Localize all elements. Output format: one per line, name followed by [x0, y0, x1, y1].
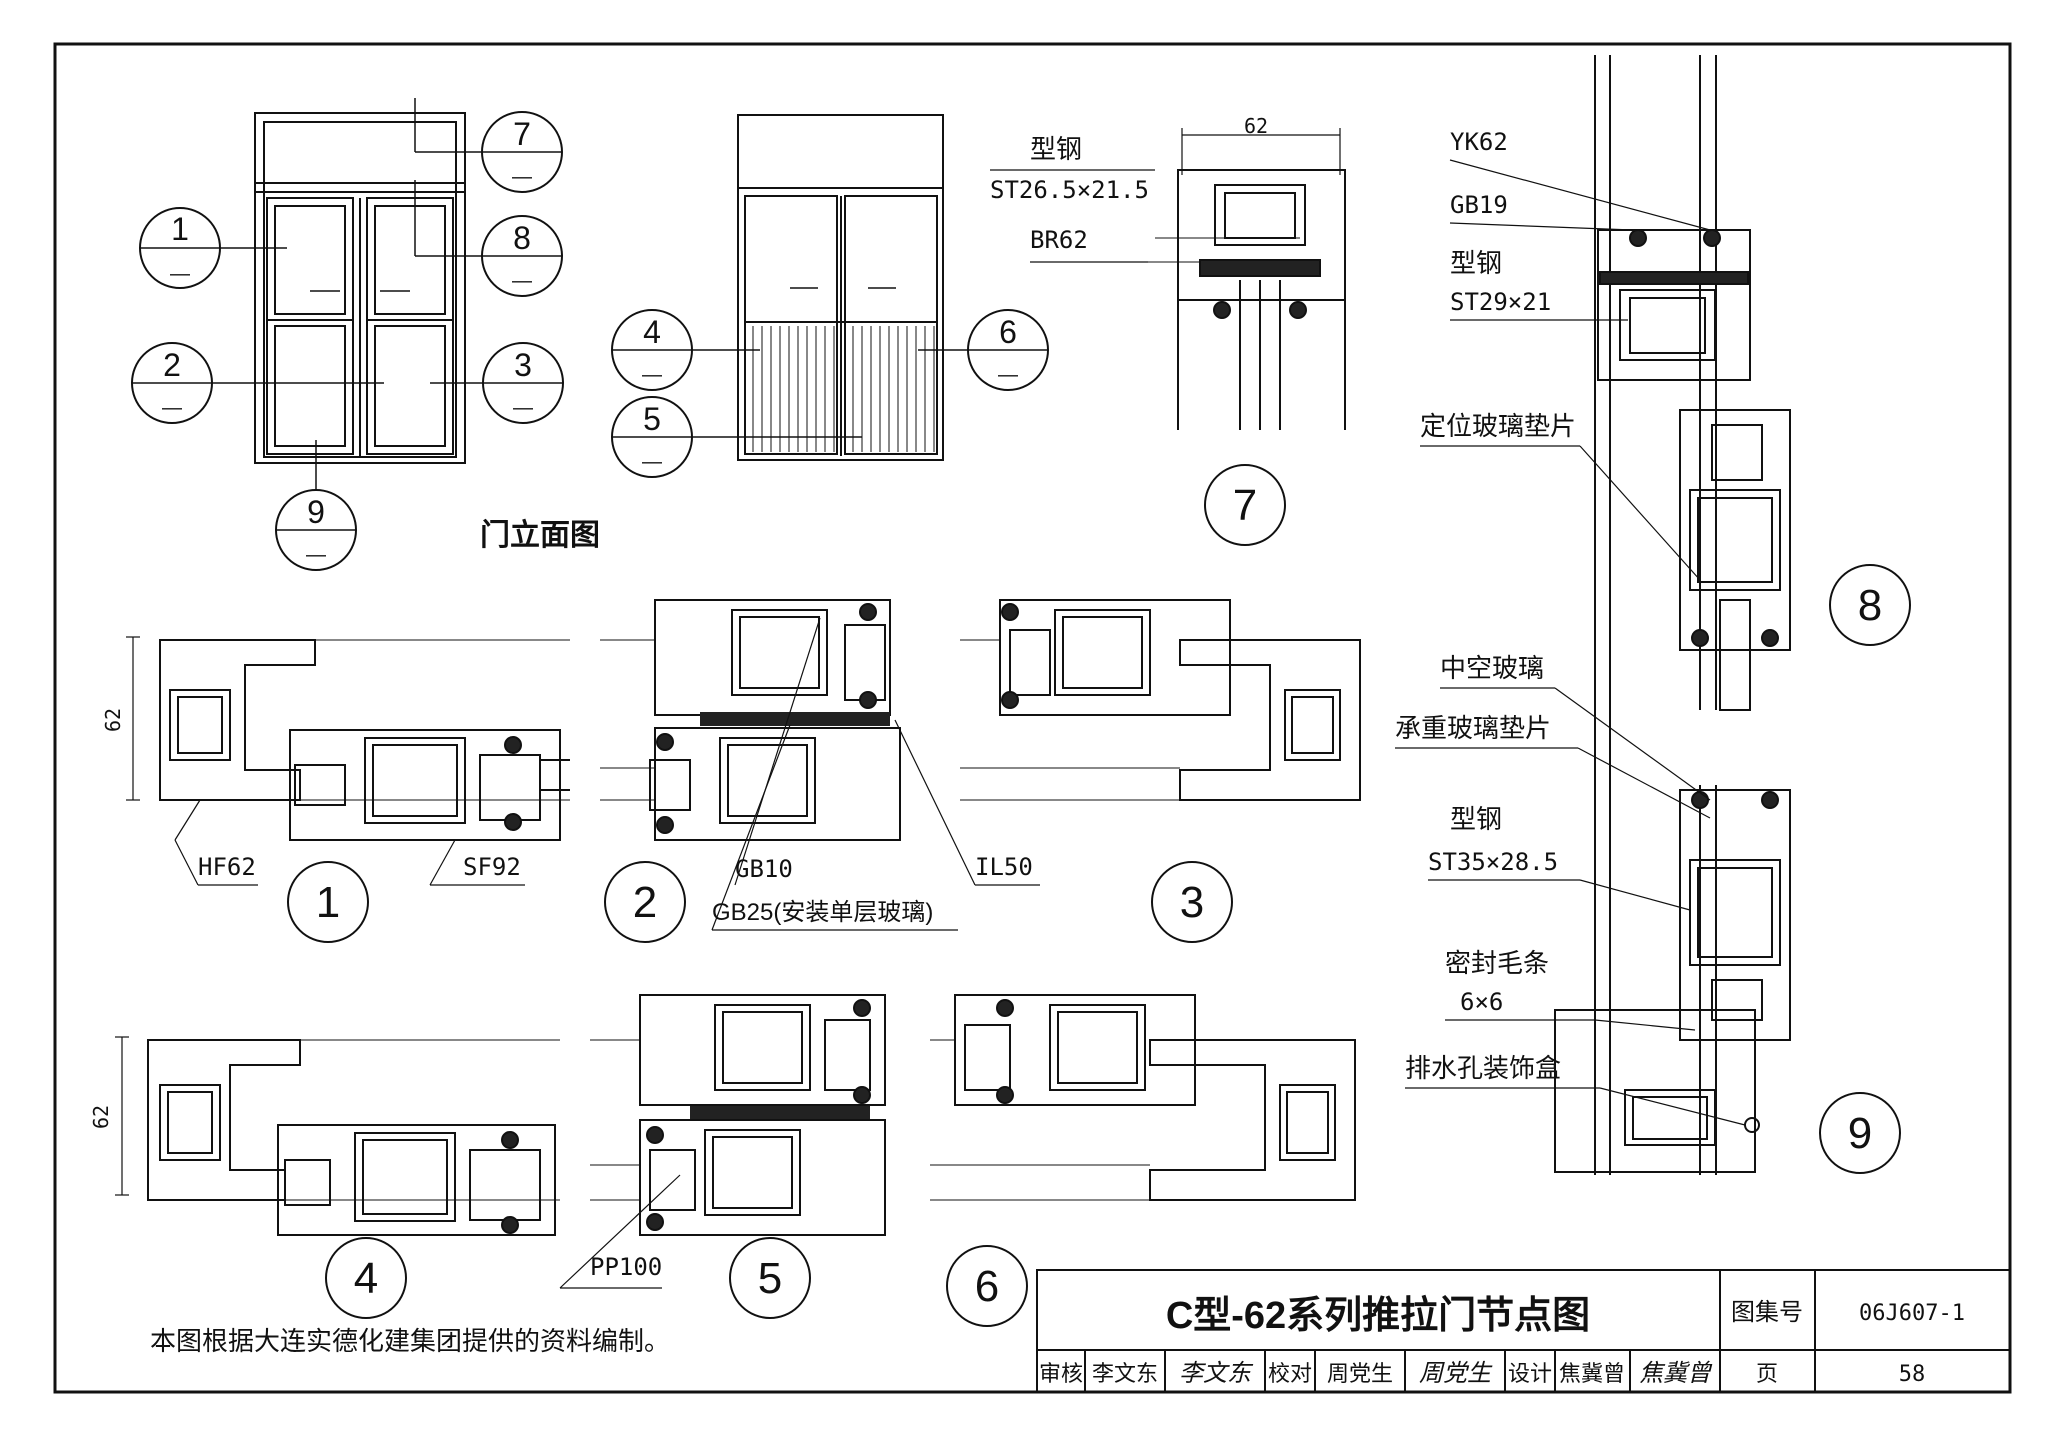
review-label: 审核: [1039, 1361, 1083, 1386]
detail-7-section: [1148, 128, 1346, 430]
detail-number-2: 2: [604, 861, 686, 943]
dimension-62-detail4: 62: [89, 1105, 113, 1129]
atlas-number: 06J607-1: [1859, 1301, 1965, 1326]
label-st29: ST29×21: [1450, 288, 1551, 316]
callout-sub: —: [512, 166, 532, 188]
elevation-callout-3: 3 —: [430, 342, 564, 424]
detail-8-9-section: [1554, 55, 1791, 1175]
label-paishui: 排水孔装饰盒: [1405, 1053, 1561, 1083]
labels: 型钢 ST26.5×21.5 BR62 YK62 GB19 型钢 ST29×21…: [174, 128, 1746, 1289]
designer-name: 焦冀曾: [1559, 1361, 1625, 1386]
elevation-callout-2: 2 —: [131, 342, 384, 424]
label-il50: IL50: [975, 853, 1033, 881]
label-gb25: GB25(安装单层玻璃): [712, 899, 933, 926]
svg-text:8: 8: [1858, 581, 1882, 630]
svg-text:9: 9: [1848, 1109, 1872, 1158]
elevation-callout-9: 9 —: [275, 440, 357, 571]
page-label: 页: [1756, 1361, 1778, 1386]
elevation-callout-1: 1 —: [139, 207, 287, 289]
label-hf62: HF62: [198, 853, 256, 881]
checker-signature: 周党生: [1419, 1360, 1493, 1387]
callout-number: 4: [643, 314, 661, 350]
dimension-62-detail1: 62: [101, 708, 125, 732]
label-mifeng: 密封毛条: [1445, 948, 1549, 978]
callout-number: 2: [163, 347, 181, 383]
detail-2-3-section: [600, 599, 1361, 841]
elevation-callout-4: 4 —: [611, 309, 760, 391]
elevation-callout-6: 6 —: [918, 309, 1049, 391]
callout-number: 3: [514, 347, 532, 383]
svg-text:2: 2: [633, 878, 657, 927]
svg-text:1: 1: [316, 878, 340, 927]
detail-4-section: [115, 1036, 560, 1236]
reviewer-signature: 李文东: [1179, 1360, 1254, 1387]
dimension-62-top: 62: [1244, 114, 1268, 138]
lower-panel-hatching: [752, 326, 935, 452]
detail-number-1: 1: [287, 861, 369, 943]
detail-number-3: 3: [1151, 861, 1233, 943]
label-yk62: YK62: [1450, 128, 1508, 156]
label-sf92: SF92: [463, 853, 521, 881]
page-number: 58: [1899, 1362, 1926, 1387]
label-st35: ST35×28.5: [1428, 848, 1558, 876]
source-note: 本图根据大连实德化建集团提供的资料编制。: [150, 1326, 670, 1356]
label-pp100: PP100: [590, 1253, 662, 1281]
svg-text:3: 3: [1180, 878, 1204, 927]
label-br62: BR62: [1030, 226, 1088, 254]
callout-sub: —: [642, 451, 662, 473]
callout-sub: —: [512, 270, 532, 292]
check-label: 校对: [1268, 1361, 1312, 1386]
callout-sub: —: [513, 397, 533, 419]
detail-number-9: 9: [1819, 1092, 1901, 1174]
detail-number-5: 5: [729, 1237, 811, 1319]
label-xinggang-8: 型钢: [1450, 248, 1502, 278]
callout-number: 8: [513, 220, 531, 256]
detail-5-6-section: [590, 994, 1356, 1236]
elevation-callout-7: 7 —: [414, 98, 563, 193]
svg-text:4: 4: [354, 1254, 378, 1303]
label-gb10: GB10: [735, 855, 793, 883]
detail-number-7: 7: [1204, 464, 1286, 546]
drawing-title: C型-62系列推拉门节点图: [1166, 1295, 1590, 1337]
detail-1-section: [126, 636, 570, 841]
callout-sub: —: [642, 364, 662, 386]
label-xinggang-9: 型钢: [1450, 804, 1502, 834]
label-dingwei: 定位玻璃垫片: [1420, 411, 1576, 441]
callout-sub: —: [306, 544, 326, 566]
elevation-caption: 门立面图: [480, 518, 600, 552]
label-6x6: 6×6: [1460, 988, 1503, 1016]
design-label: 设计: [1508, 1361, 1552, 1386]
atlas-label: 图集号: [1731, 1299, 1803, 1326]
svg-text:7: 7: [1233, 481, 1257, 530]
callout-number: 6: [999, 314, 1017, 350]
reviewer-name: 李文东: [1092, 1361, 1158, 1386]
detail-number-8: 8: [1829, 564, 1911, 646]
title-block: [1036, 1269, 2011, 1393]
svg-text:5: 5: [758, 1254, 782, 1303]
elevation-callout-5: 5 —: [611, 396, 862, 478]
label-chengzhong: 承重玻璃垫片: [1395, 713, 1551, 743]
label-xinggang-7: 型钢: [1030, 134, 1082, 164]
elevation-callout-8: 8 —: [414, 180, 563, 297]
svg-text:6: 6: [975, 1262, 999, 1311]
designer-signature: 焦冀曾: [1639, 1360, 1713, 1387]
label-gb19: GB19: [1450, 191, 1508, 219]
callout-sub: —: [998, 364, 1018, 386]
label-st26: ST26.5×21.5: [990, 176, 1149, 204]
callout-sub: —: [170, 263, 190, 285]
callout-number: 7: [513, 116, 531, 152]
callout-number: 9: [307, 494, 325, 530]
door-elevation-right: [737, 114, 944, 461]
detail-number-6: 6: [946, 1245, 1028, 1327]
checker-name: 周党生: [1327, 1361, 1393, 1386]
sheet-border: [53, 42, 2012, 1394]
door-elevation-left: [254, 112, 466, 464]
callout-sub: —: [162, 397, 182, 419]
callout-number: 1: [171, 211, 189, 247]
detail-number-4: 4: [325, 1237, 407, 1319]
callout-number: 5: [643, 401, 661, 437]
label-zhongkong: 中空玻璃: [1440, 653, 1544, 683]
